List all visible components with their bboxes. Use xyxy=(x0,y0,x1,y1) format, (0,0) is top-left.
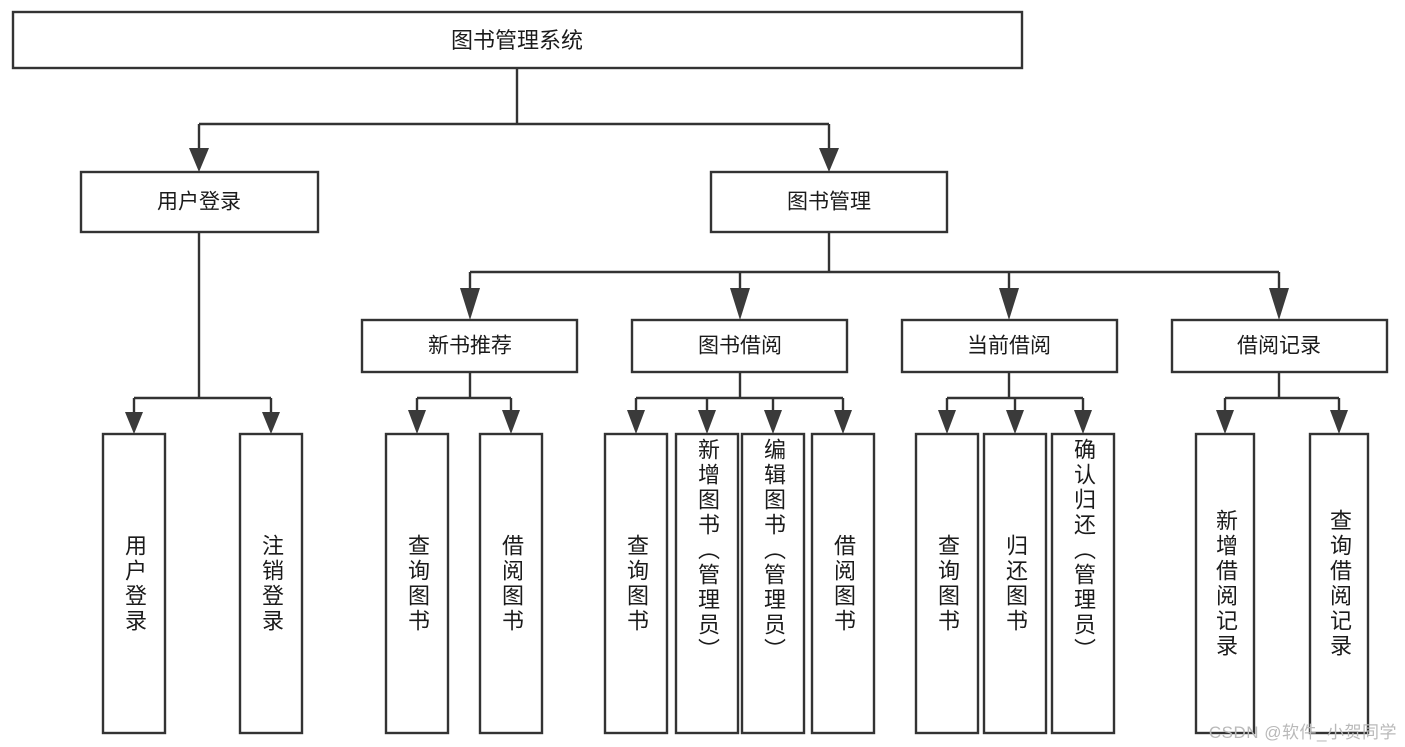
borrow-record-box[interactable] xyxy=(1170,318,1389,374)
arrow-to-user-login xyxy=(189,148,209,172)
leaf-boxes-group xyxy=(101,432,1370,735)
leaf-edit-book-box[interactable] xyxy=(740,432,806,735)
leaf-logout-login-box[interactable] xyxy=(238,432,304,735)
leaf-query-book-1-box[interactable] xyxy=(384,432,450,735)
leaf-user-login-box[interactable] xyxy=(101,432,167,735)
node-borrow-record[interactable]: 借阅记录 xyxy=(1170,318,1389,374)
new-book-recommend-label: 新书推荐 xyxy=(428,335,512,358)
node-new-book-recommend[interactable]: 新书推荐 xyxy=(360,318,579,374)
book-borrow-box[interactable] xyxy=(630,318,849,374)
user-login-box[interactable] xyxy=(79,170,320,234)
leaf-query-book-2-box[interactable] xyxy=(603,432,669,735)
leaf-query-book-3-box[interactable] xyxy=(914,432,980,735)
arrow-leaf-logout-login xyxy=(262,412,280,434)
book-management-label: 图书管理 xyxy=(787,191,871,214)
arrow-leaf-query-book-3 xyxy=(938,410,956,434)
arrow-to-borrow-record xyxy=(1269,288,1289,320)
connectors-group xyxy=(125,68,1348,434)
book-management-box[interactable] xyxy=(709,170,949,234)
arrow-leaf-query-record xyxy=(1330,410,1348,434)
arrow-leaf-query-book-1 xyxy=(408,410,426,434)
arrow-to-book-borrow xyxy=(730,288,750,320)
node-user-login[interactable]: 用户登录 xyxy=(79,170,320,234)
borrow-record-label: 借阅记录 xyxy=(1237,335,1321,358)
user-login-label: 用户登录 xyxy=(157,191,241,214)
leaf-borrow-book-2-box[interactable] xyxy=(810,432,876,735)
arrow-leaf-borrow-book-1 xyxy=(502,410,520,434)
current-borrow-box[interactable] xyxy=(900,318,1119,374)
arrow-leaf-borrow-book-2 xyxy=(834,410,852,434)
arrow-to-current-borrow xyxy=(999,288,1019,320)
leaf-confirm-return-box[interactable] xyxy=(1050,432,1116,735)
arrow-leaf-add-book xyxy=(698,410,716,434)
arrow-leaf-edit-book xyxy=(764,410,782,434)
node-current-borrow[interactable]: 当前借阅 xyxy=(900,318,1119,374)
book-borrow-label: 图书借阅 xyxy=(698,335,782,358)
arrow-leaf-confirm-return xyxy=(1074,410,1092,434)
node-book-management[interactable]: 图书管理 xyxy=(709,170,949,234)
current-borrow-label: 当前借阅 xyxy=(967,335,1051,358)
leaf-borrow-book-1-box[interactable] xyxy=(478,432,544,735)
node-root[interactable]: 图书管理系统 xyxy=(11,10,1024,70)
leaf-query-record-box[interactable] xyxy=(1308,432,1370,735)
arrow-leaf-query-book-2 xyxy=(627,410,645,434)
leaf-add-book-box[interactable] xyxy=(674,432,740,735)
arrow-to-new-book-recommend xyxy=(460,288,480,320)
root-box[interactable] xyxy=(11,10,1024,70)
root-label: 图书管理系统 xyxy=(451,28,583,53)
node-book-borrow[interactable]: 图书借阅 xyxy=(630,318,849,374)
arrow-leaf-user-login xyxy=(125,412,143,434)
arrow-to-book-management xyxy=(819,148,839,172)
arrow-leaf-return-book xyxy=(1006,410,1024,434)
leaf-add-record-box[interactable] xyxy=(1194,432,1256,735)
watermark-text: CSDN @软件_小贺同学 xyxy=(1208,723,1397,742)
leaf-return-book-box[interactable] xyxy=(982,432,1048,735)
arrow-leaf-add-record xyxy=(1216,410,1234,434)
new-book-recommend-box[interactable] xyxy=(360,318,579,374)
